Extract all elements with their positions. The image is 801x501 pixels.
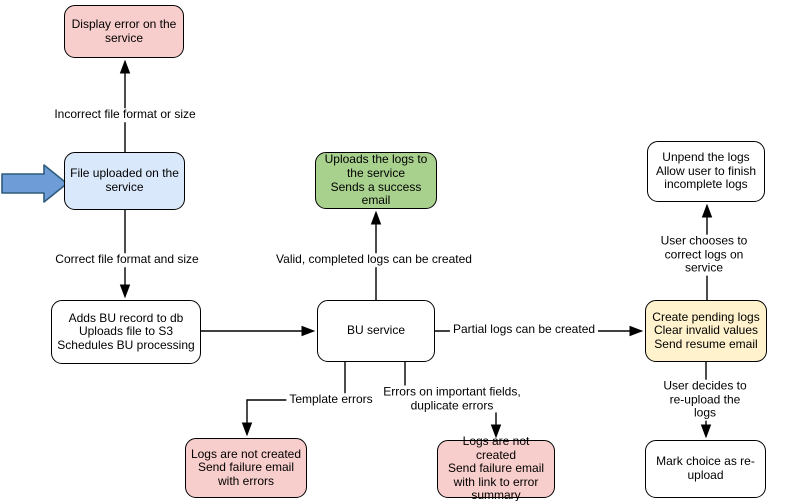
node-fail-email-summary: Logs are not created Send failure email …	[437, 434, 555, 501]
edge-label-important-fields: Errors on important fields, duplicate er…	[380, 385, 524, 413]
node-file-uploaded: File uploaded on the service	[64, 152, 185, 210]
node-adds-bu-record: Adds BU record to db Uploads file to S3 …	[51, 300, 201, 364]
edge-label-incorrect-format: Incorrect file format or size	[51, 108, 199, 122]
node-mark-choice-reupload: Mark choice as re- upload	[645, 440, 766, 498]
node-display-error: Display error on the service	[64, 5, 184, 58]
node-create-pending-logs: Create pending logs Clear invalid values…	[645, 300, 767, 362]
node-bu-service: BU service	[317, 300, 435, 362]
node-fail-email-errors: Logs are not created Send failure email …	[185, 438, 307, 498]
edge-label-partial-logs: Partial logs can be created	[449, 323, 599, 337]
node-unpend-logs: Unpend the logs Allow user to finish inc…	[647, 141, 765, 202]
edge-label-valid-logs: Valid, completed logs can be created	[273, 253, 475, 267]
edge-label-user-corrects: User chooses to correct logs on service	[655, 234, 753, 276]
node-uploads-logs-success: Uploads the logs to the service Sends a …	[315, 152, 437, 209]
edge-label-template-errors: Template errors	[286, 393, 376, 407]
edge-label-correct-format: Correct file format and size	[52, 253, 202, 267]
entry-arrow-icon	[1, 164, 68, 203]
edge-label-user-reuploads: User decides to re-upload the logs	[657, 379, 753, 421]
